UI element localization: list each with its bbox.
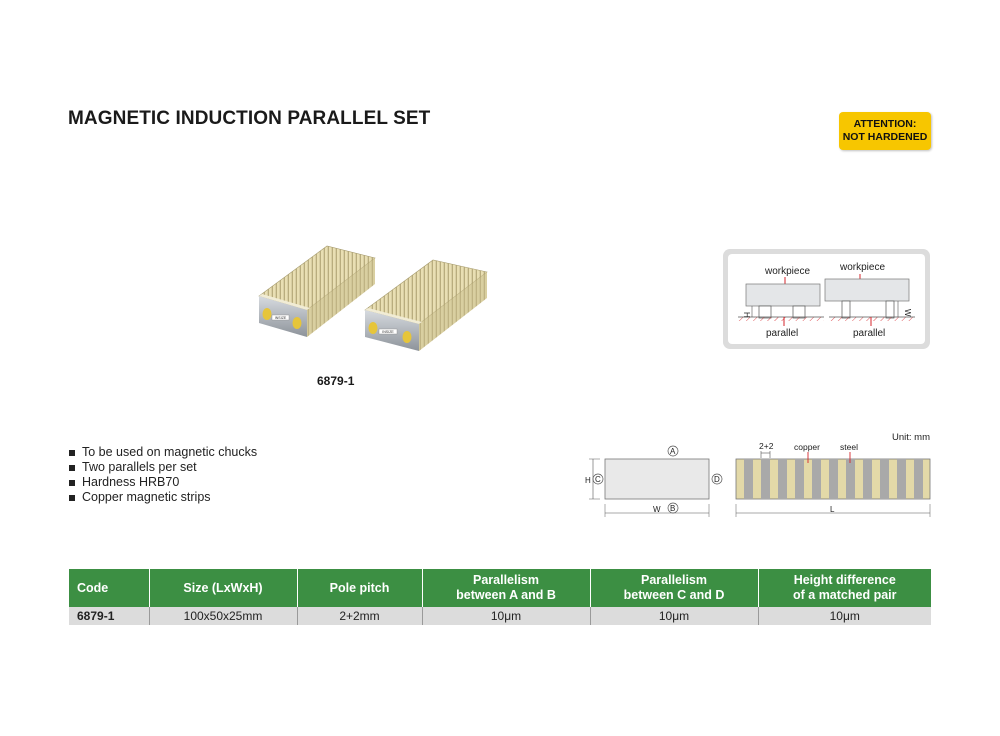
table-row: 6879-1 100x50x25mm 2+2mm 10μm 10μm 10μm <box>69 607 931 625</box>
height-dim-label: H <box>585 476 591 485</box>
feature-item: Two parallels per set <box>68 460 257 475</box>
spec-table: Code Size (LxWxH) Pole pitch Parallelism… <box>69 569 931 625</box>
column-header-code: Code <box>69 569 150 607</box>
model-label: 6879-1 <box>317 374 355 388</box>
usage-schematic-drawing: workpiece parallel H workpiece <box>738 262 915 339</box>
table-header-row: Code Size (LxWxH) Pole pitch Parallelism… <box>69 569 931 607</box>
cell-pole-pitch: 2+2mm <box>297 607 423 625</box>
feature-item: Copper magnetic strips <box>68 490 257 505</box>
brand-mark-right: INSIZE <box>382 330 394 334</box>
face-a-label: A <box>670 447 676 456</box>
column-header-size: Size (LxWxH) <box>149 569 298 607</box>
feature-item: To be used on magnetic chucks <box>68 445 257 460</box>
column-header-pole-pitch: Pole pitch <box>297 569 423 607</box>
length-dim-label: L <box>830 505 835 514</box>
schematic-right: workpiece parallel W <box>824 262 915 339</box>
unit-label: Unit: mm <box>892 432 930 443</box>
schematic-left: workpiece parallel H <box>738 266 824 339</box>
cell-parallelism-ab: 10μm <box>422 607 591 625</box>
cell-height-difference: 10μm <box>758 607 931 625</box>
face-d-label: D <box>714 475 720 484</box>
right-workpiece-label: workpiece <box>839 262 885 273</box>
parallel-block-right: INSIZE <box>364 259 488 351</box>
technical-drawing: A B C D H W <box>585 441 931 517</box>
steel-strips <box>744 459 923 499</box>
cell-code: 6879-1 <box>69 607 150 625</box>
left-workpiece-label: workpiece <box>764 266 810 277</box>
right-dim-label: W <box>903 309 912 317</box>
usage-schematic: workpiece parallel H workpiece <box>723 249 930 349</box>
right-parallel-label: parallel <box>853 328 885 339</box>
copper-label: copper <box>794 442 820 452</box>
front-view: A B C D H W <box>585 445 723 517</box>
parallel-block-left: INSIZE <box>258 245 376 337</box>
left-parallel-label: parallel <box>766 328 798 339</box>
cell-parallelism-cd: 10μm <box>590 607 759 625</box>
steel-label: steel <box>840 442 858 452</box>
face-c-label: C <box>595 475 601 484</box>
cell-size: 100x50x25mm <box>149 607 298 625</box>
attention-badge: ATTENTION: NOT HARDENED <box>839 112 931 150</box>
side-view: L 2+2 copper steel <box>735 441 931 517</box>
face-b-label: B <box>670 504 675 513</box>
feature-list: To be used on magnetic chucks Two parall… <box>68 445 257 505</box>
badge-line-1: ATTENTION: <box>853 118 917 130</box>
page-title: MAGNETIC INDUCTION PARALLEL SET <box>68 108 431 129</box>
brand-mark-left: INSIZE <box>275 316 287 320</box>
badge-line-2: NOT HARDENED <box>842 131 928 143</box>
product-image: INSIZE INSIZE <box>258 245 488 351</box>
left-dim-label: H <box>742 312 751 318</box>
pole-pitch-label: 2+2 <box>759 441 774 451</box>
feature-item: Hardness HRB70 <box>68 475 257 490</box>
width-dim-label: W <box>653 505 661 514</box>
